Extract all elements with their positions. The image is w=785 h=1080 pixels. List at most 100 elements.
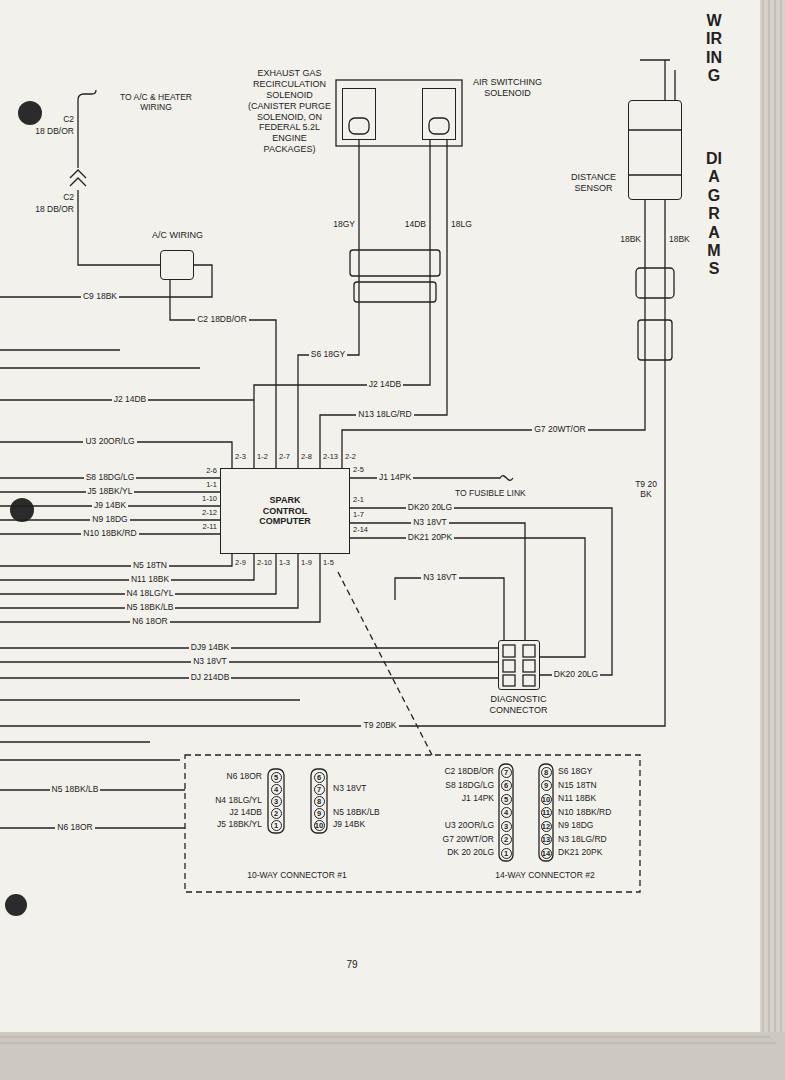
wire — [0, 200, 665, 726]
pin-label: 2-6 — [206, 467, 217, 476]
pin-label: 1-5 — [323, 559, 334, 568]
pin-number: 4 — [501, 807, 512, 818]
pin-label: 1-2 — [257, 453, 268, 462]
connector-pin — [503, 645, 515, 657]
wire-label: U3 20OR/LG — [83, 437, 136, 447]
page-number: 79 — [346, 959, 357, 971]
wire-label: N10 18BK/RD — [558, 808, 611, 818]
connector-pin — [523, 660, 535, 672]
binder-hole — [10, 498, 34, 522]
wire — [0, 554, 320, 622]
wire-connection — [350, 538, 585, 657]
sensor-body — [628, 130, 682, 175]
wire-label: N13 18LG/RD — [356, 410, 413, 420]
wire-label: J2 14DB — [112, 395, 149, 405]
wire-connection — [342, 200, 645, 468]
pin-number: 6 — [501, 780, 512, 791]
wire-label: N11 18BK — [129, 575, 171, 585]
binder-hole — [5, 894, 27, 916]
page-stack — [763, 0, 781, 1058]
pin-number: 2 — [501, 834, 512, 845]
pin-label: 2-8 — [301, 453, 312, 462]
node-heading: DIAGNOSTIC CONNECTOR — [473, 694, 565, 716]
note: TO FUSIBLE LINK — [455, 489, 526, 499]
wire-label: C2 18DB/OR — [444, 767, 494, 777]
wire — [350, 476, 513, 481]
pin-number: 10 — [314, 820, 325, 831]
wire-label: S8 18DG/LG — [445, 781, 494, 791]
page-stack — [0, 1037, 776, 1043]
pin-label: 2-14 — [353, 526, 368, 535]
connector-housing — [311, 769, 327, 833]
wire-label: J2 14DB — [229, 808, 262, 818]
wire-label: C9 18BK — [81, 292, 119, 302]
wire-label: DK20 20LG — [552, 670, 600, 680]
page-stack — [0, 1032, 785, 1080]
pin-label: 2-3 — [235, 453, 246, 462]
wire-label: C2 — [63, 193, 74, 203]
node-title: SPARK CONTROL COMPUTER — [253, 495, 317, 527]
solenoid-coil: AIR SWITCHING SOLENOID — [422, 88, 456, 140]
wire — [78, 90, 96, 168]
pin-label: 2-7 — [279, 453, 290, 462]
pin-number: 14 — [541, 848, 552, 859]
wire-label: N6 18OR — [227, 772, 262, 782]
wire-label: N4 18LG/YL — [125, 589, 176, 599]
pin-number: 12 — [541, 821, 552, 832]
wire-label: J5 18BK/YL — [217, 820, 262, 830]
wire-label: N5 18TN — [131, 561, 169, 571]
pin-number: 9 — [314, 808, 325, 819]
wire-label: N9 18DG — [90, 515, 129, 525]
note: TO A/C & HEATER WIRING — [114, 93, 198, 113]
wire-label: N11 18BK — [558, 794, 596, 804]
wire-connection — [298, 140, 359, 468]
node-heading: EXHAUST GAS RECIRCULATION SOLENOID (CANI… — [247, 68, 333, 154]
wire-label: G7 20WT/OR — [443, 835, 494, 845]
pin-label: 2-5 — [353, 466, 364, 475]
wire-label: C2 18DB/OR — [195, 315, 249, 325]
connector-plug — [638, 320, 672, 360]
pin-number: 13 — [541, 834, 552, 845]
wire — [395, 578, 504, 640]
wire-label: S6 18GY — [309, 350, 348, 360]
wire-label: S8 18DG/LG — [84, 473, 137, 483]
connector-plug — [636, 268, 674, 298]
wire-label: J2 14DB — [367, 380, 404, 390]
wire-label: N6 18OR — [55, 823, 94, 833]
wire-label: T9 20 BK — [631, 480, 661, 500]
wire-connection — [320, 140, 447, 468]
pin-number: 3 — [271, 796, 282, 807]
pin-label: 2-13 — [323, 453, 338, 462]
connector-housing — [539, 764, 553, 861]
node-heading: A/C WIRING — [143, 230, 213, 241]
wire — [78, 190, 160, 265]
wire-label: N4 18LG/YL — [215, 796, 262, 806]
wire-label: N9 18DG — [558, 821, 593, 831]
leader-line — [338, 572, 432, 755]
pin-number: 1 — [501, 848, 512, 859]
section-title: WIRING — [706, 12, 722, 86]
wire-label: 18 DB/OR — [35, 205, 74, 215]
solenoid-housing — [336, 80, 462, 146]
wire-label: J5 18BK/YL — [86, 487, 135, 497]
wire-label: DK21 20PK — [558, 848, 602, 858]
wire-label: N3 18VT — [411, 518, 449, 528]
pin-number: 5 — [501, 794, 512, 805]
diagnostic-connector: DIAGNOSTIC CONNECTOR — [498, 640, 540, 690]
pin-number: 9 — [541, 780, 552, 791]
detail-box — [185, 755, 640, 892]
wire-label: N3 18LG/RD — [558, 835, 607, 845]
sensor-plunger — [640, 60, 675, 100]
pin-number: 10 — [541, 794, 552, 805]
wire-label: 18GY — [333, 220, 355, 230]
connector-plug — [350, 250, 440, 276]
wire — [0, 350, 300, 760]
connector-plug: A/C WIRING — [160, 250, 194, 280]
pin-label: 2-12 — [202, 509, 217, 518]
pin-number: 5 — [271, 772, 282, 783]
wire-label: N5 18BK/LB — [333, 808, 380, 818]
wire-label: S6 18GY — [558, 767, 593, 777]
wire-label: N3 18VT — [333, 784, 367, 794]
